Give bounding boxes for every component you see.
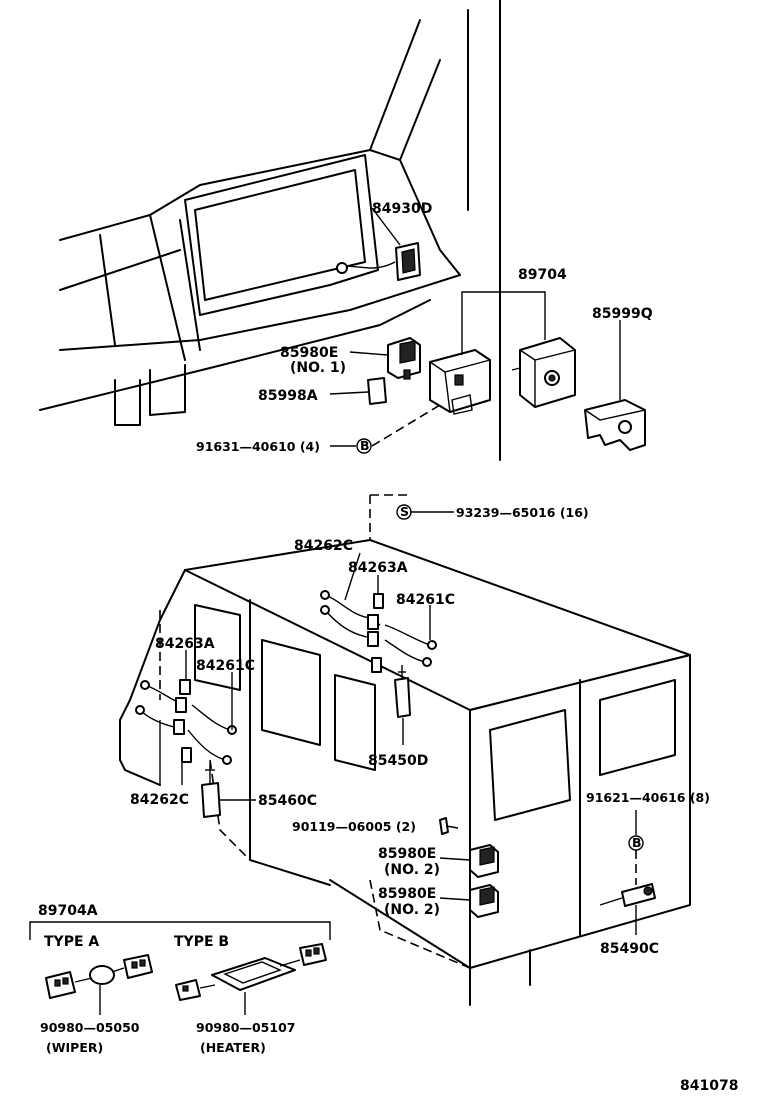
label-93239: 93239—65016 (16) <box>456 505 589 520</box>
pad-85998A <box>367 377 387 405</box>
label-84261C-left: 84261C <box>196 658 255 674</box>
harness-top-group <box>320 590 437 718</box>
bolt-b2-symbol: B <box>632 835 642 850</box>
module-89704-unit <box>511 337 576 408</box>
label-85980E-no1: 85980E <box>280 345 338 361</box>
label-90980-05050: 90980—05050 <box>40 1020 140 1035</box>
bolt-b-symbol: B <box>360 438 370 453</box>
label-89704A: 89704A <box>38 903 98 919</box>
label-90119: 90119—06005 (2) <box>292 819 416 834</box>
label-90980-05107: 90980—05107 <box>196 1020 295 1035</box>
label-91631: 91631—40610 (4) <box>196 439 320 454</box>
harness-left-group <box>135 679 237 818</box>
label-84263A-top: 84263A <box>348 560 408 576</box>
harness-type-b-heater <box>175 943 327 1015</box>
label-85450D: 85450D <box>368 753 428 769</box>
sensor-85490C <box>599 883 656 907</box>
label-89704: 89704 <box>518 267 567 283</box>
relay-85980E-no1 <box>387 337 421 380</box>
label-85980E-no2a: 85980E <box>378 846 436 862</box>
label-85980E-no1-note: (NO. 1) <box>290 360 346 376</box>
module-89704 <box>429 349 491 415</box>
label-84263A-left: 84263A <box>155 636 215 652</box>
figure-number: 841078 <box>680 1078 738 1094</box>
label-heater: (HEATER) <box>200 1040 266 1055</box>
bolt-s-symbol: S <box>400 504 409 519</box>
label-85999Q: 85999Q <box>592 306 653 322</box>
label-84262C-left: 84262C <box>130 792 189 808</box>
label-84262C-top: 84262C <box>294 538 353 554</box>
label-91621: 91621—40616 (8) <box>586 790 710 805</box>
harness-type-a-wiper <box>45 954 153 1015</box>
label-85490C: 85490C <box>600 941 659 957</box>
label-85980E-no2b: 85980E <box>378 886 436 902</box>
bracket-85999Q <box>584 399 646 451</box>
relay-85980E-no2-a <box>469 844 499 878</box>
label-wiper: (WIPER) <box>46 1040 103 1055</box>
label-84261C-top: 84261C <box>396 592 455 608</box>
label-84930D: 84930D <box>372 201 432 217</box>
bolt-90119 <box>439 817 459 835</box>
switch-84930D <box>395 242 421 281</box>
label-85998A: 85998A <box>258 388 318 404</box>
label-type-b: TYPE B <box>174 934 229 950</box>
label-type-a: TYPE A <box>44 934 99 950</box>
relay-85980E-no2-b <box>469 884 499 918</box>
dashboard-illustration <box>39 0 501 461</box>
label-85980E-no2a-note: (NO. 2) <box>384 862 440 878</box>
label-85980E-no2b-note: (NO. 2) <box>384 902 440 918</box>
label-85460C: 85460C <box>258 793 317 809</box>
